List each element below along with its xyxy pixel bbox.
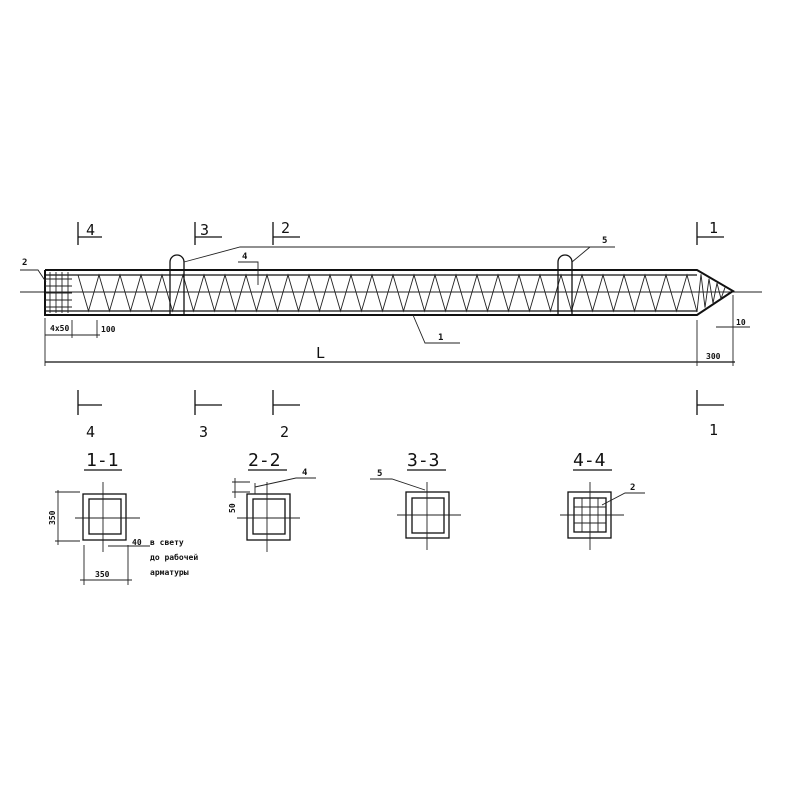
cut-mark-3: 3 3 (194, 221, 222, 441)
dim-first-pitch: 100 (101, 325, 116, 334)
svg-text:2: 2 (281, 219, 290, 237)
svg-text:2: 2 (280, 423, 289, 441)
section-1-1: 1-1 350 350 40 в свету до рабочей армату… (48, 450, 198, 585)
pile-elevation: 5 4 1 2 (20, 236, 762, 344)
leader-5 (571, 246, 591, 263)
svg-text:арматуры: арматуры (150, 568, 189, 577)
svg-text:4: 4 (302, 468, 308, 478)
svg-text:3-3: 3-3 (407, 450, 440, 471)
pile-outline (44, 269, 735, 316)
dim-end-plate: 4x50 (50, 324, 69, 333)
dim-length: L (316, 344, 325, 362)
leader-5 (183, 246, 615, 263)
callout-1: 1 (438, 333, 443, 343)
callout-5: 5 (602, 236, 607, 246)
svg-text:3: 3 (199, 423, 208, 441)
section-2-2: 2-2 4 50 (228, 450, 316, 552)
svg-text:350: 350 (48, 510, 57, 525)
dimensions: 4x50 100 L 300 10 (44, 295, 750, 366)
svg-text:3: 3 (200, 221, 209, 239)
leader-1 (412, 314, 460, 344)
svg-text:в свету: в свету (150, 538, 184, 547)
cut-mark-2: 2 2 (272, 219, 300, 441)
svg-text:4-4: 4-4 (573, 450, 606, 471)
leader-4 (238, 261, 259, 285)
end-mesh (45, 272, 72, 313)
svg-text:5: 5 (377, 469, 382, 479)
svg-text:2-2: 2-2 (248, 450, 281, 471)
cut-mark-1: 1 1 (696, 219, 724, 439)
svg-text:до рабочей: до рабочей (150, 552, 198, 562)
spiral-path (77, 273, 726, 313)
lifting-loop (169, 254, 185, 315)
section-3-3: 3-3 5 (370, 450, 461, 550)
leader-2 (20, 269, 47, 283)
svg-text:4: 4 (86, 221, 95, 239)
svg-text:4: 4 (86, 423, 95, 441)
dim-tip: 300 (706, 352, 721, 361)
lifting-loop (557, 254, 573, 315)
dim-tip-offset: 10 (736, 318, 746, 327)
section-4-4: 4-4 2 (560, 450, 645, 550)
spiral-reinforcement (77, 273, 726, 313)
cut-marks: 4 4 3 3 2 2 1 1 (77, 219, 724, 441)
callout-4: 4 (242, 252, 248, 262)
svg-text:40: 40 (132, 538, 142, 547)
svg-text:50: 50 (228, 503, 237, 513)
svg-text:1-1: 1-1 (86, 450, 119, 471)
callout-2: 2 (22, 258, 27, 268)
svg-text:1: 1 (709, 219, 718, 237)
svg-text:350: 350 (95, 570, 110, 579)
svg-text:2: 2 (630, 483, 635, 493)
svg-text:1: 1 (709, 421, 718, 439)
cut-mark-4: 4 4 (77, 221, 102, 441)
